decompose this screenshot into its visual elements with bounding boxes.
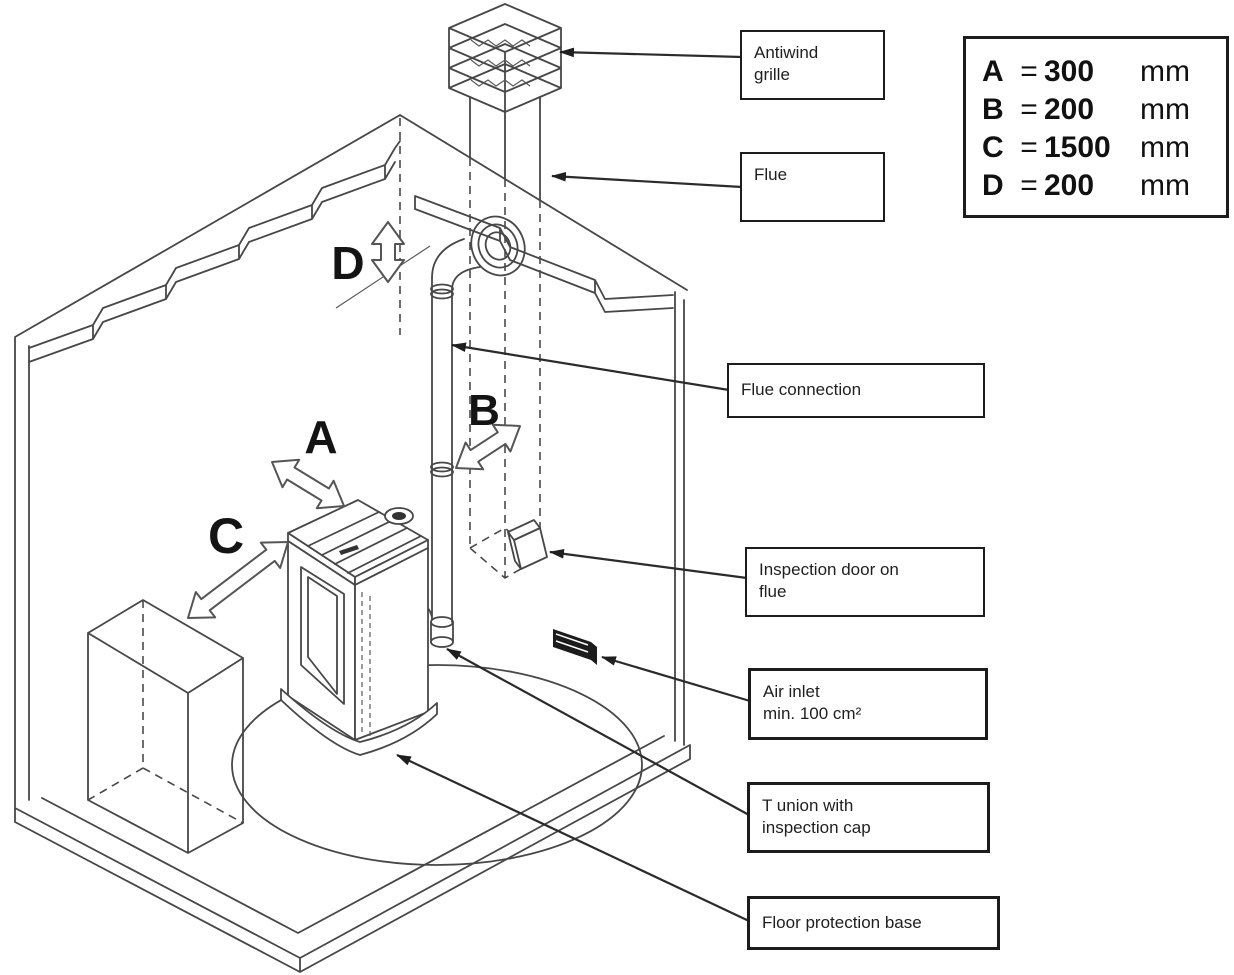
callout-text-line: Inspection door on <box>759 560 899 579</box>
grille-mesh-texture <box>470 39 531 87</box>
stove-hidden-internal-flue <box>361 592 371 740</box>
legend-row-b: B = 200 mm <box>982 91 1210 129</box>
legend-row-c: C = 1500 mm <box>982 129 1210 167</box>
legend-letter: B <box>982 93 1004 126</box>
stove-top-slats <box>307 511 422 574</box>
walls-roof-floor <box>14 114 691 973</box>
dimension-letter-c: C <box>208 508 244 564</box>
callout-text-line: flue <box>759 582 787 602</box>
hidden-flue-dashed <box>469 158 541 579</box>
callout-text-line: Flue connection <box>741 380 862 400</box>
t-union-cap <box>430 616 454 648</box>
callout-t-union: T union with inspection cap <box>747 782 990 853</box>
legend-value: 200 <box>1044 169 1095 202</box>
elbow <box>431 238 481 291</box>
legend-letter: C <box>982 131 1004 164</box>
vent-slats <box>555 633 589 653</box>
leader-lines <box>396 47 751 922</box>
leader-inspection-door <box>548 549 748 580</box>
pipe-joint-ring <box>430 461 454 473</box>
pipe-joint-ring <box>430 466 454 478</box>
leader-floor-base <box>396 754 750 922</box>
callout-inspection-door: Inspection door on flue <box>745 547 985 617</box>
collar-ring-mid <box>477 223 519 269</box>
pipe-joint-ring <box>430 283 454 295</box>
wall-collar <box>470 215 526 277</box>
dimension-legend-box: A = 300 mm B = 200 mm C = 1500 mm D = 20… <box>963 36 1229 218</box>
callout-text-line: T union with <box>762 796 854 815</box>
stove-plinth <box>280 688 438 756</box>
dimension-letter-d: D <box>331 237 364 289</box>
dimension-letter-b: B <box>468 386 500 435</box>
legend-unit: mm <box>1140 93 1190 126</box>
brand-mark <box>339 545 359 555</box>
callout-text-line: Flue <box>754 165 788 184</box>
antiwind-grille-illustration <box>448 3 562 201</box>
legend-value: 200 <box>1044 93 1095 126</box>
callout-text-line: Air inlet <box>763 682 820 701</box>
callout-antiwind-grille: Antiwind grille <box>740 30 885 100</box>
legend-equals: = <box>1020 131 1038 164</box>
air-inlet-vent <box>553 629 597 665</box>
clearance-arrow-c <box>187 541 289 619</box>
legend-letter: D <box>982 169 1004 202</box>
clearance-arrow-b <box>455 423 521 471</box>
ceiling-slope-line <box>335 245 431 309</box>
leader-antiwind-grille <box>558 47 743 59</box>
leader-flue-connection <box>450 342 730 392</box>
legend-value: 1500 <box>1044 131 1111 164</box>
callout-text-line: Floor protection base <box>762 912 922 932</box>
legend-row-a: A = 300 mm <box>982 53 1210 91</box>
leader-flue <box>550 171 743 189</box>
legend-unit: mm <box>1140 169 1190 202</box>
legend-equals: = <box>1020 93 1038 126</box>
furniture-solid-edges <box>87 599 244 854</box>
roof-stepped-band-left <box>28 140 401 363</box>
legend-equals: = <box>1020 55 1038 88</box>
callout-flue-connection: Flue connection <box>727 363 985 418</box>
legend-unit: mm <box>1140 131 1190 164</box>
legend-row-d: D = 200 mm <box>982 167 1210 205</box>
inspection-door-side <box>507 531 522 570</box>
flue-duct-above-roof <box>469 96 541 201</box>
roof-stepped-band-right <box>414 195 674 313</box>
grille-layers <box>448 3 562 113</box>
clearance-arrow-a <box>271 458 345 510</box>
inspection-door-illustration <box>507 519 548 570</box>
callout-floor-base: Floor protection base <box>747 896 1000 950</box>
callout-text-line: Antiwind <box>754 43 819 62</box>
callout-flue: Flue <box>740 152 885 222</box>
stove-illustration <box>280 499 438 756</box>
floor-protection-base-illustration <box>231 664 643 866</box>
callout-text-line: grille <box>754 65 790 85</box>
callout-text-line: inspection cap <box>762 818 871 838</box>
callout-air-inlet: Air inlet min. 100 cm² <box>748 668 988 740</box>
clearance-arrow-d <box>371 221 405 283</box>
callout-text-line: min. 100 cm² <box>763 704 862 724</box>
leader-air-inlet <box>600 655 751 703</box>
pipe-joint-ring <box>430 288 454 300</box>
control-knob-center <box>392 512 406 520</box>
dimension-letter-a: A <box>304 411 337 463</box>
legend-letter: A <box>982 55 1004 88</box>
legend-unit: mm <box>1140 55 1190 88</box>
inspection-door-top <box>507 519 541 541</box>
collar-ring-outer <box>470 215 526 277</box>
collar-ring-inner <box>484 231 512 261</box>
leader-t-union <box>446 648 750 816</box>
vent-side <box>591 642 597 665</box>
furniture-box <box>87 599 244 854</box>
stove-door <box>300 566 345 705</box>
legend-value: 300 <box>1044 55 1095 88</box>
furniture-hidden-edges <box>87 600 244 824</box>
legend-equals: = <box>1020 169 1038 202</box>
house-wireframe <box>14 114 691 973</box>
